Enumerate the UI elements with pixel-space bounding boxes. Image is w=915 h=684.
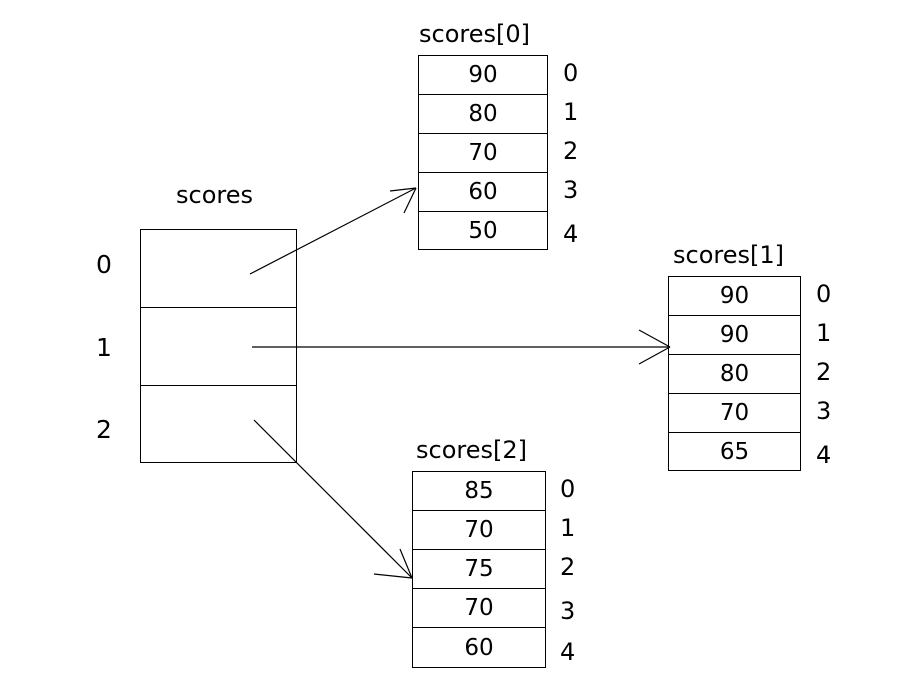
sub-array-0-index-2: 2 (563, 137, 579, 165)
sub-array-0-cell[interactable]: 90 (419, 56, 547, 95)
sub-array-2-index-0: 0 (560, 475, 576, 503)
sub-array-0-box: 90 80 70 60 50 (418, 55, 548, 250)
sub-array-0-cell[interactable]: 70 (419, 134, 547, 173)
pointer-array-index-1: 1 (96, 333, 112, 362)
sub-array-2-cell[interactable]: 60 (464, 635, 494, 661)
sub-array-2-index-3: 3 (560, 597, 576, 625)
sub-array-0-title: scores[0] (419, 20, 530, 48)
sub-array-2-index-4: 4 (560, 638, 576, 666)
sub-array-0-index-4: 4 (563, 220, 579, 248)
pointer-array-cell[interactable] (141, 308, 296, 386)
sub-array-1-index-2: 2 (816, 358, 832, 386)
sub-array-1-cell[interactable]: 90 (669, 277, 800, 316)
sub-array-2-cell[interactable]: 70 (413, 589, 545, 628)
sub-array-2-title: scores[2] (416, 436, 527, 464)
sub-array-1-box: 90 90 80 70 65 (668, 276, 801, 471)
arrow-scores-1 (252, 329, 671, 365)
sub-array-2-box: 85 70 75 70 60 (412, 471, 546, 668)
sub-array-0-cell[interactable]: 50 (468, 218, 498, 244)
sub-array-0-index-3: 3 (563, 176, 579, 204)
pointer-array-title: scores (176, 181, 253, 209)
sub-array-0-cell[interactable]: 80 (419, 95, 547, 134)
pointer-array-cell[interactable] (141, 386, 296, 464)
pointer-array-index-2: 2 (96, 415, 112, 444)
sub-array-2-index-2: 2 (560, 553, 576, 581)
pointer-array-index-0: 0 (96, 250, 112, 279)
sub-array-1-index-1: 1 (816, 319, 832, 347)
sub-array-1-cell[interactable]: 70 (669, 394, 800, 433)
sub-array-1-index-3: 3 (816, 397, 832, 425)
sub-array-1-cell[interactable]: 80 (669, 355, 800, 394)
sub-array-2-cell[interactable]: 70 (413, 511, 545, 550)
sub-array-1-index-4: 4 (816, 441, 832, 469)
sub-array-2-cell[interactable]: 85 (413, 472, 545, 511)
sub-array-1-index-0: 0 (816, 280, 832, 308)
sub-array-0-cell[interactable]: 60 (419, 173, 547, 212)
sub-array-0-index-1: 1 (563, 98, 579, 126)
pointer-array-box (140, 229, 297, 463)
sub-array-1-cell[interactable]: 65 (719, 439, 750, 465)
sub-array-0-index-0: 0 (563, 59, 579, 87)
sub-array-2-index-1: 1 (560, 514, 576, 542)
sub-array-1-title: scores[1] (673, 241, 784, 269)
sub-array-2-cell[interactable]: 75 (413, 550, 545, 589)
pointer-array-cell[interactable] (141, 230, 296, 308)
sub-array-1-cell[interactable]: 90 (669, 316, 800, 355)
